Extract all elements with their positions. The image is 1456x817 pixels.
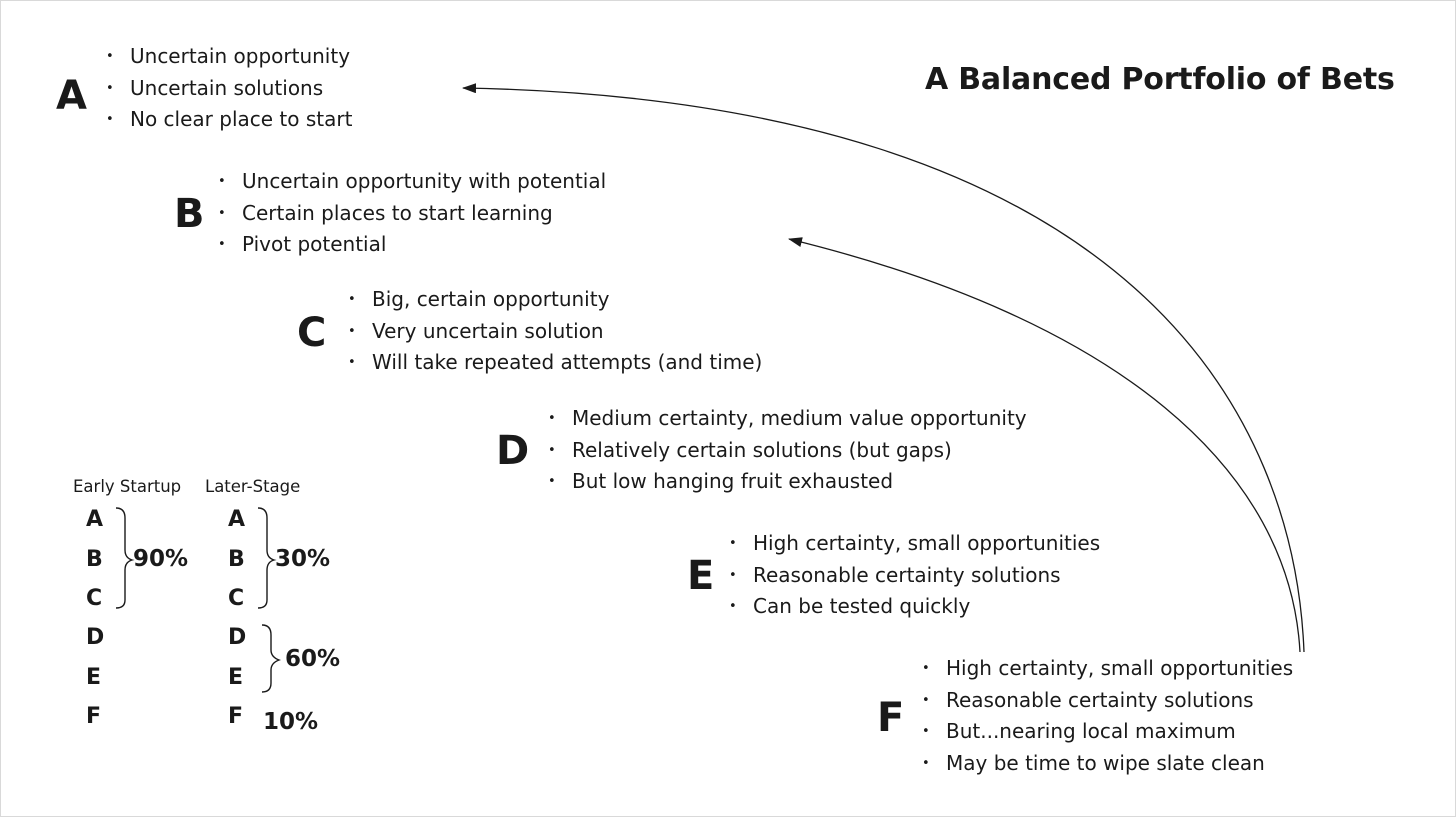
later-letter-c: C (228, 586, 245, 611)
bet-d-letter: D (496, 428, 530, 474)
brace-early-abc (115, 507, 135, 609)
later-letter-b: B (228, 547, 245, 572)
later-letter-f: F (228, 704, 244, 729)
bet-f-letter: F (877, 695, 905, 741)
bet-f-point-2: Reasonable certainty solutions (922, 685, 1293, 717)
later-letter-e: E (228, 665, 244, 690)
arrow-f-to-b (788, 237, 1301, 653)
bet-a-point-1: Uncertain opportunity (106, 41, 352, 73)
bet-c-point-3: Will take repeated attempts (and time) (348, 347, 762, 379)
early-letter-b: B (86, 547, 103, 572)
early-letter-f: F (86, 704, 102, 729)
arrow-f-to-a (462, 83, 1305, 653)
bet-e-point-1: High certainty, small opportunities (729, 528, 1100, 560)
diagram-title: A Balanced Portfolio of Bets (925, 62, 1395, 97)
early-letter-d: D (86, 625, 105, 650)
bet-c-point-1: Big, certain opportunity (348, 284, 762, 316)
bet-c-point-2: Very uncertain solution (348, 316, 762, 348)
bet-b-letter: B (174, 191, 205, 237)
later-de-percent: 60% (285, 646, 341, 672)
bet-d-points: Medium certainty, medium value opportuni… (548, 403, 1027, 498)
early-letter-a: A (86, 507, 104, 532)
later-abc-percent: 30% (275, 546, 331, 572)
bet-d-point-3: But low hanging fruit exhausted (548, 466, 1027, 498)
early-startup-heading: Early Startup (73, 477, 182, 496)
bet-e-point-2: Reasonable certainty solutions (729, 560, 1100, 592)
early-letter-c: C (86, 586, 103, 611)
bet-b-point-3: Pivot potential (218, 229, 606, 261)
bet-b-point-2: Certain places to start learning (218, 198, 606, 230)
later-letter-a: A (228, 507, 246, 532)
bet-c-points: Big, certain opportunity Very uncertain … (348, 284, 762, 379)
bet-e-letter: E (687, 553, 715, 599)
later-letter-d: D (228, 625, 247, 650)
later-stage-heading: Later-Stage (205, 477, 301, 496)
bet-d-point-2: Relatively certain solutions (but gaps) (548, 435, 1027, 467)
bet-a-point-2: Uncertain solutions (106, 73, 352, 105)
bet-d-point-1: Medium certainty, medium value opportuni… (548, 403, 1027, 435)
bet-a-point-3: No clear place to start (106, 104, 352, 136)
bet-b-points: Uncertain opportunity with potential Cer… (218, 166, 606, 261)
brace-later-de (261, 624, 281, 693)
bet-e-points: High certainty, small opportunities Reas… (729, 528, 1100, 623)
bet-f-point-4: May be time to wipe slate clean (922, 748, 1293, 780)
bet-b-point-1: Uncertain opportunity with potential (218, 166, 606, 198)
bet-f-point-1: High certainty, small opportunities (922, 653, 1293, 685)
early-abc-percent: 90% (133, 546, 189, 572)
brace-later-abc (257, 507, 277, 609)
bet-a-points: Uncertain opportunity Uncertain solution… (106, 41, 352, 136)
bet-a-letter: A (56, 73, 87, 119)
bet-e-point-3: Can be tested quickly (729, 591, 1100, 623)
bet-f-points: High certainty, small opportunities Reas… (922, 653, 1293, 779)
early-letter-e: E (86, 665, 102, 690)
bet-f-point-3: But...nearing local maximum (922, 716, 1293, 748)
bet-c-letter: C (297, 310, 327, 356)
later-f-percent: 10% (263, 709, 319, 735)
